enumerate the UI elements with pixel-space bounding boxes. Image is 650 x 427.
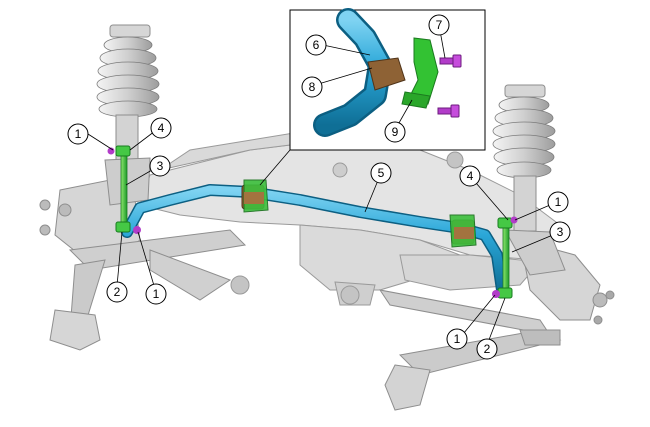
inset-bolt-bottom [437, 104, 460, 118]
callout-6: 6 [305, 34, 327, 56]
left-strut [96, 24, 160, 206]
callout-5: 5 [370, 162, 392, 184]
svg-text:1: 1 [153, 287, 160, 301]
callout-3-left: 3 [149, 155, 171, 177]
callouts: 1 4 3 2 1 5 4 1 [67, 14, 571, 360]
callout-1-left-lower: 1 [145, 283, 167, 305]
right-bushing-clamp [449, 214, 477, 248]
right-stabilizer-link [492, 216, 518, 299]
callout-9: 9 [384, 121, 406, 143]
callout-1-left-upper: 1 [67, 123, 89, 145]
svg-text:4: 4 [158, 121, 165, 135]
callout-3-right: 3 [549, 221, 571, 243]
svg-text:7: 7 [436, 18, 443, 32]
svg-text:2: 2 [484, 342, 491, 356]
left-stabilizer-link [107, 145, 141, 234]
svg-text:3: 3 [557, 225, 564, 239]
callout-1-right-upper: 1 [547, 191, 569, 213]
svg-text:8: 8 [309, 80, 316, 94]
inset-bolt-top [439, 54, 462, 68]
left-bushing-clamp [241, 179, 269, 213]
callout-1-right-lower: 1 [446, 328, 468, 350]
svg-text:5: 5 [378, 166, 385, 180]
svg-text:1: 1 [75, 127, 82, 141]
svg-text:2: 2 [114, 285, 121, 299]
svg-text:6: 6 [313, 38, 320, 52]
svg-text:1: 1 [555, 195, 562, 209]
callout-7: 7 [428, 14, 450, 36]
callout-2-right: 2 [476, 338, 498, 360]
svg-text:4: 4 [467, 169, 474, 183]
callout-2-left: 2 [106, 281, 128, 303]
right-strut [492, 84, 566, 276]
svg-text:3: 3 [157, 159, 164, 173]
svg-text:9: 9 [392, 125, 399, 139]
stabilizer-bar [121, 184, 508, 296]
svg-text:1: 1 [454, 332, 461, 346]
callout-4-left: 4 [150, 117, 172, 139]
callout-8: 8 [301, 76, 323, 98]
callout-4-right: 4 [459, 165, 481, 187]
